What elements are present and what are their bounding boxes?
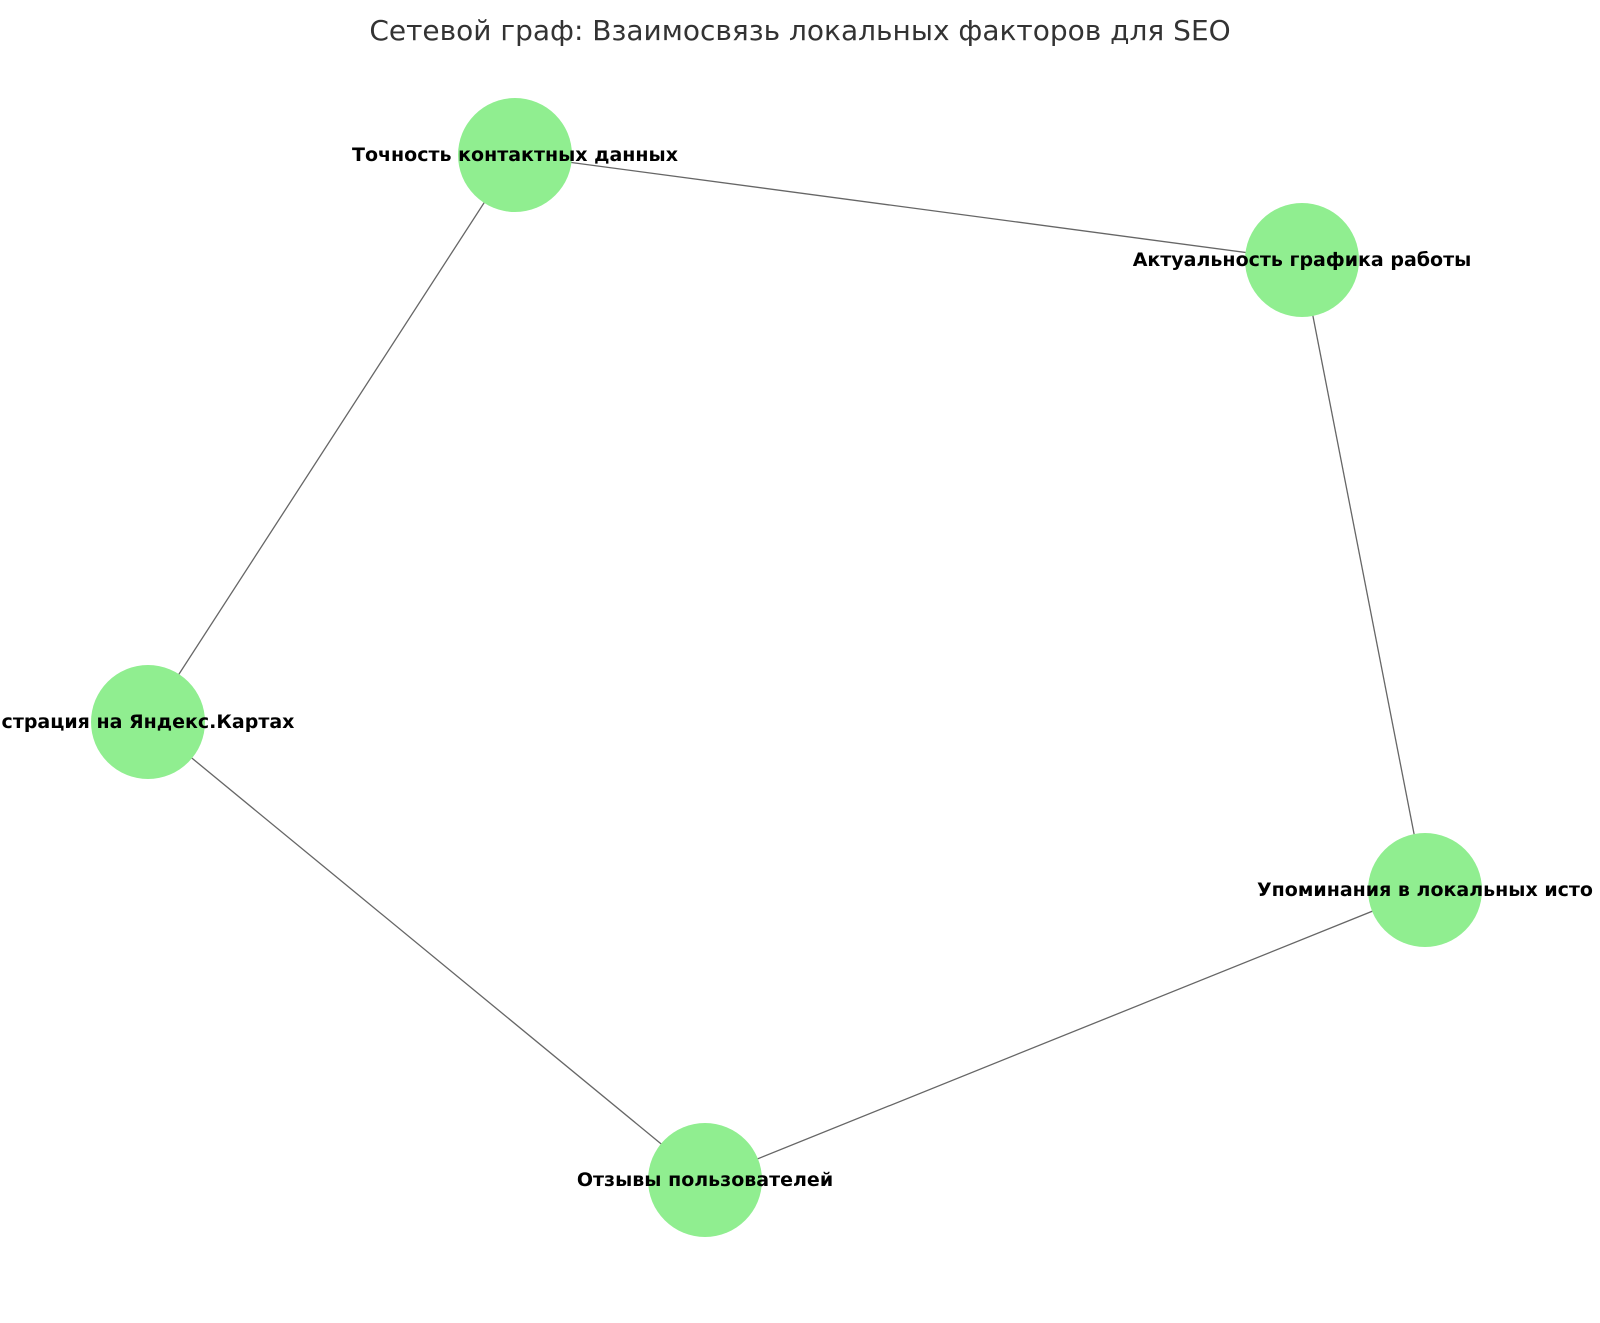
graph-edge xyxy=(1301,259,1426,891)
graph-node-reviews[interactable] xyxy=(648,1123,762,1237)
graph-edge xyxy=(147,721,706,1181)
graph-nodes xyxy=(91,98,1482,1237)
graph-edge xyxy=(704,889,1426,1181)
graph-node-mentions[interactable] xyxy=(1368,833,1482,947)
graph-node-yandex[interactable] xyxy=(91,665,205,779)
graph-edge xyxy=(514,154,1303,261)
graph-node-contacts[interactable] xyxy=(458,98,572,212)
graph-edge xyxy=(147,154,516,723)
graph-edges xyxy=(147,154,1426,1181)
graph-node-schedule[interactable] xyxy=(1245,203,1359,317)
page-title: Сетевой граф: Взаимосвязь локальных факт… xyxy=(369,14,1231,47)
